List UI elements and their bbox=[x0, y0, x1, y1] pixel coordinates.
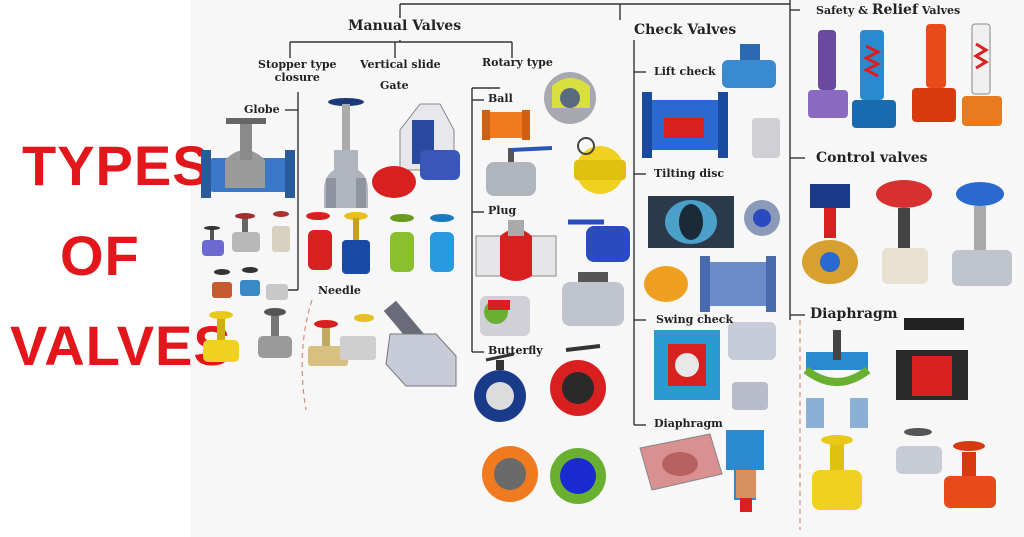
globe-valve-small-1 bbox=[202, 211, 290, 256]
title-line-3: VALVES bbox=[10, 314, 232, 377]
globe-valve-small-2 bbox=[212, 267, 288, 300]
needle-valve-icon bbox=[308, 314, 376, 366]
label-lift-check: Lift check bbox=[654, 65, 716, 78]
plug-valve-icon bbox=[475, 220, 557, 281]
plug-valve-grey bbox=[562, 272, 624, 326]
title-line-2: OF bbox=[60, 224, 140, 287]
label-control-valves: Control valves bbox=[816, 150, 928, 166]
label-tilting-disc: Tilting disc bbox=[654, 167, 725, 180]
label-safety-small: Safety & bbox=[816, 4, 872, 17]
needle-valve-cutaway bbox=[383, 300, 457, 387]
label-relief-big: Relief bbox=[871, 2, 918, 18]
ball-valve-icon bbox=[482, 72, 596, 140]
globe-valve-icon bbox=[201, 118, 295, 198]
plug-valve-blue bbox=[568, 219, 630, 262]
label-safety-relief: Safety & Relief Valves bbox=[816, 2, 960, 18]
label-manual-valves: Manual Valves bbox=[348, 18, 462, 34]
diaphragm-valve-row-2 bbox=[812, 428, 996, 510]
control-valve-icon bbox=[802, 180, 1012, 286]
swing-check-valve-icon bbox=[654, 322, 776, 410]
label-rotary-type: Rotary type bbox=[482, 56, 553, 69]
diaphragm-valve-icon bbox=[803, 318, 968, 428]
label-needle: Needle bbox=[318, 284, 361, 297]
safety-relief-valve-icon bbox=[808, 23, 1002, 128]
label-globe: Globe bbox=[244, 103, 280, 116]
plug-valve-cutaway-green bbox=[480, 296, 530, 336]
label-check-diaphragm: Diaphragm bbox=[654, 417, 723, 430]
gate-valve-cutaway bbox=[372, 103, 460, 198]
label-stopper-type: Stopper type closure bbox=[258, 58, 337, 84]
label-valves-small: Valves bbox=[917, 4, 961, 17]
globe-valve-small-3 bbox=[203, 308, 292, 362]
label-butterfly: Butterfly bbox=[488, 344, 543, 357]
label-swing-check: Swing check bbox=[656, 313, 734, 326]
label-check-valves: Check Valves bbox=[634, 22, 737, 38]
label-gate: Gate bbox=[380, 79, 409, 92]
butterfly-valve-icon bbox=[474, 344, 606, 422]
butterfly-valve-row-2 bbox=[482, 446, 606, 504]
label-vertical-slide: Vertical slide bbox=[360, 58, 441, 71]
ball-valve-row-2 bbox=[486, 137, 626, 196]
tilting-disc-row-2 bbox=[644, 256, 776, 312]
lift-check-valve-icon bbox=[642, 44, 780, 158]
label-ball: Ball bbox=[488, 92, 513, 105]
label-stopper-type-text: Stopper type closure bbox=[258, 58, 337, 84]
label-diaphragm: Diaphragm bbox=[810, 306, 898, 322]
gate-valve-row bbox=[306, 212, 454, 274]
tilting-disc-valve-icon bbox=[648, 196, 780, 248]
check-diaphragm-valve-icon bbox=[639, 430, 764, 512]
gate-valve-icon bbox=[324, 98, 368, 208]
label-plug: Plug bbox=[488, 204, 517, 217]
title-line-1: TYPES bbox=[22, 134, 211, 197]
